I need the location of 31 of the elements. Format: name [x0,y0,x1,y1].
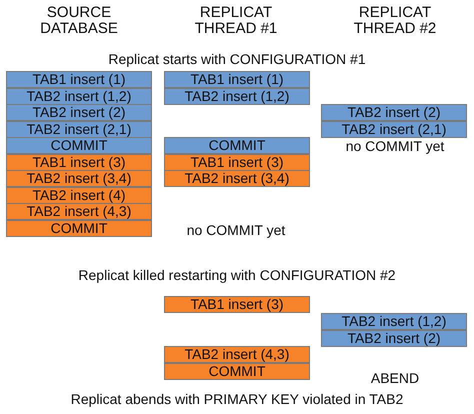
column-heading: REPLICAT THREAD #1 [194,5,278,37]
table-row-box: TAB2 insert (2) [6,104,152,121]
status-note: no COMMIT yet [344,138,446,154]
table-row-box: COMMIT [164,137,310,154]
status-note: no COMMIT yet [186,222,286,238]
table-row-box: TAB2 insert (2,1) [6,120,152,138]
conclusion-note: Replicat abends with PRIMARY KEY violated in TAB2 [70,391,404,407]
table-row-box: TAB2 insert (1,2) [321,313,467,330]
table-row-box: TAB1 insert (1) [6,71,152,88]
table-row-box: COMMIT [164,362,310,380]
table-row-box: TAB2 insert (1,2) [6,88,152,104]
table-row-box: TAB1 insert (3) [6,154,152,170]
table-row-box: TAB2 insert (2,1) [321,120,467,138]
table-row-box: TAB2 insert (1,2) [164,88,310,104]
section-heading: Replicat starts with CONFIGURATION #1 [107,51,367,67]
table-row-box: TAB2 insert (4,3) [164,346,310,363]
table-row-box: TAB2 insert (3,4) [6,170,152,187]
table-row-box: TAB1 insert (1) [164,71,310,88]
table-row-box: TAB2 insert (4,3) [6,203,152,220]
table-row-box: TAB2 insert (4) [6,186,152,204]
table-row-box: TAB2 insert (2) [321,104,467,121]
column-heading: REPLICAT THREAD #2 [352,5,438,37]
table-row-box: TAB1 insert (3) [164,154,310,170]
table-row-box: COMMIT [6,220,152,236]
section-heading: Replicat killed restarting with CONFIGURATION #2 [77,267,397,283]
table-row-box: TAB2 insert (2) [321,330,467,346]
table-row-box: COMMIT [6,137,152,154]
table-row-box: TAB2 insert (3,4) [164,170,310,187]
column-heading: SOURCE DATABASE [39,5,119,37]
table-row-box: TAB1 insert (3) [164,296,310,313]
status-note: ABEND [370,370,420,386]
